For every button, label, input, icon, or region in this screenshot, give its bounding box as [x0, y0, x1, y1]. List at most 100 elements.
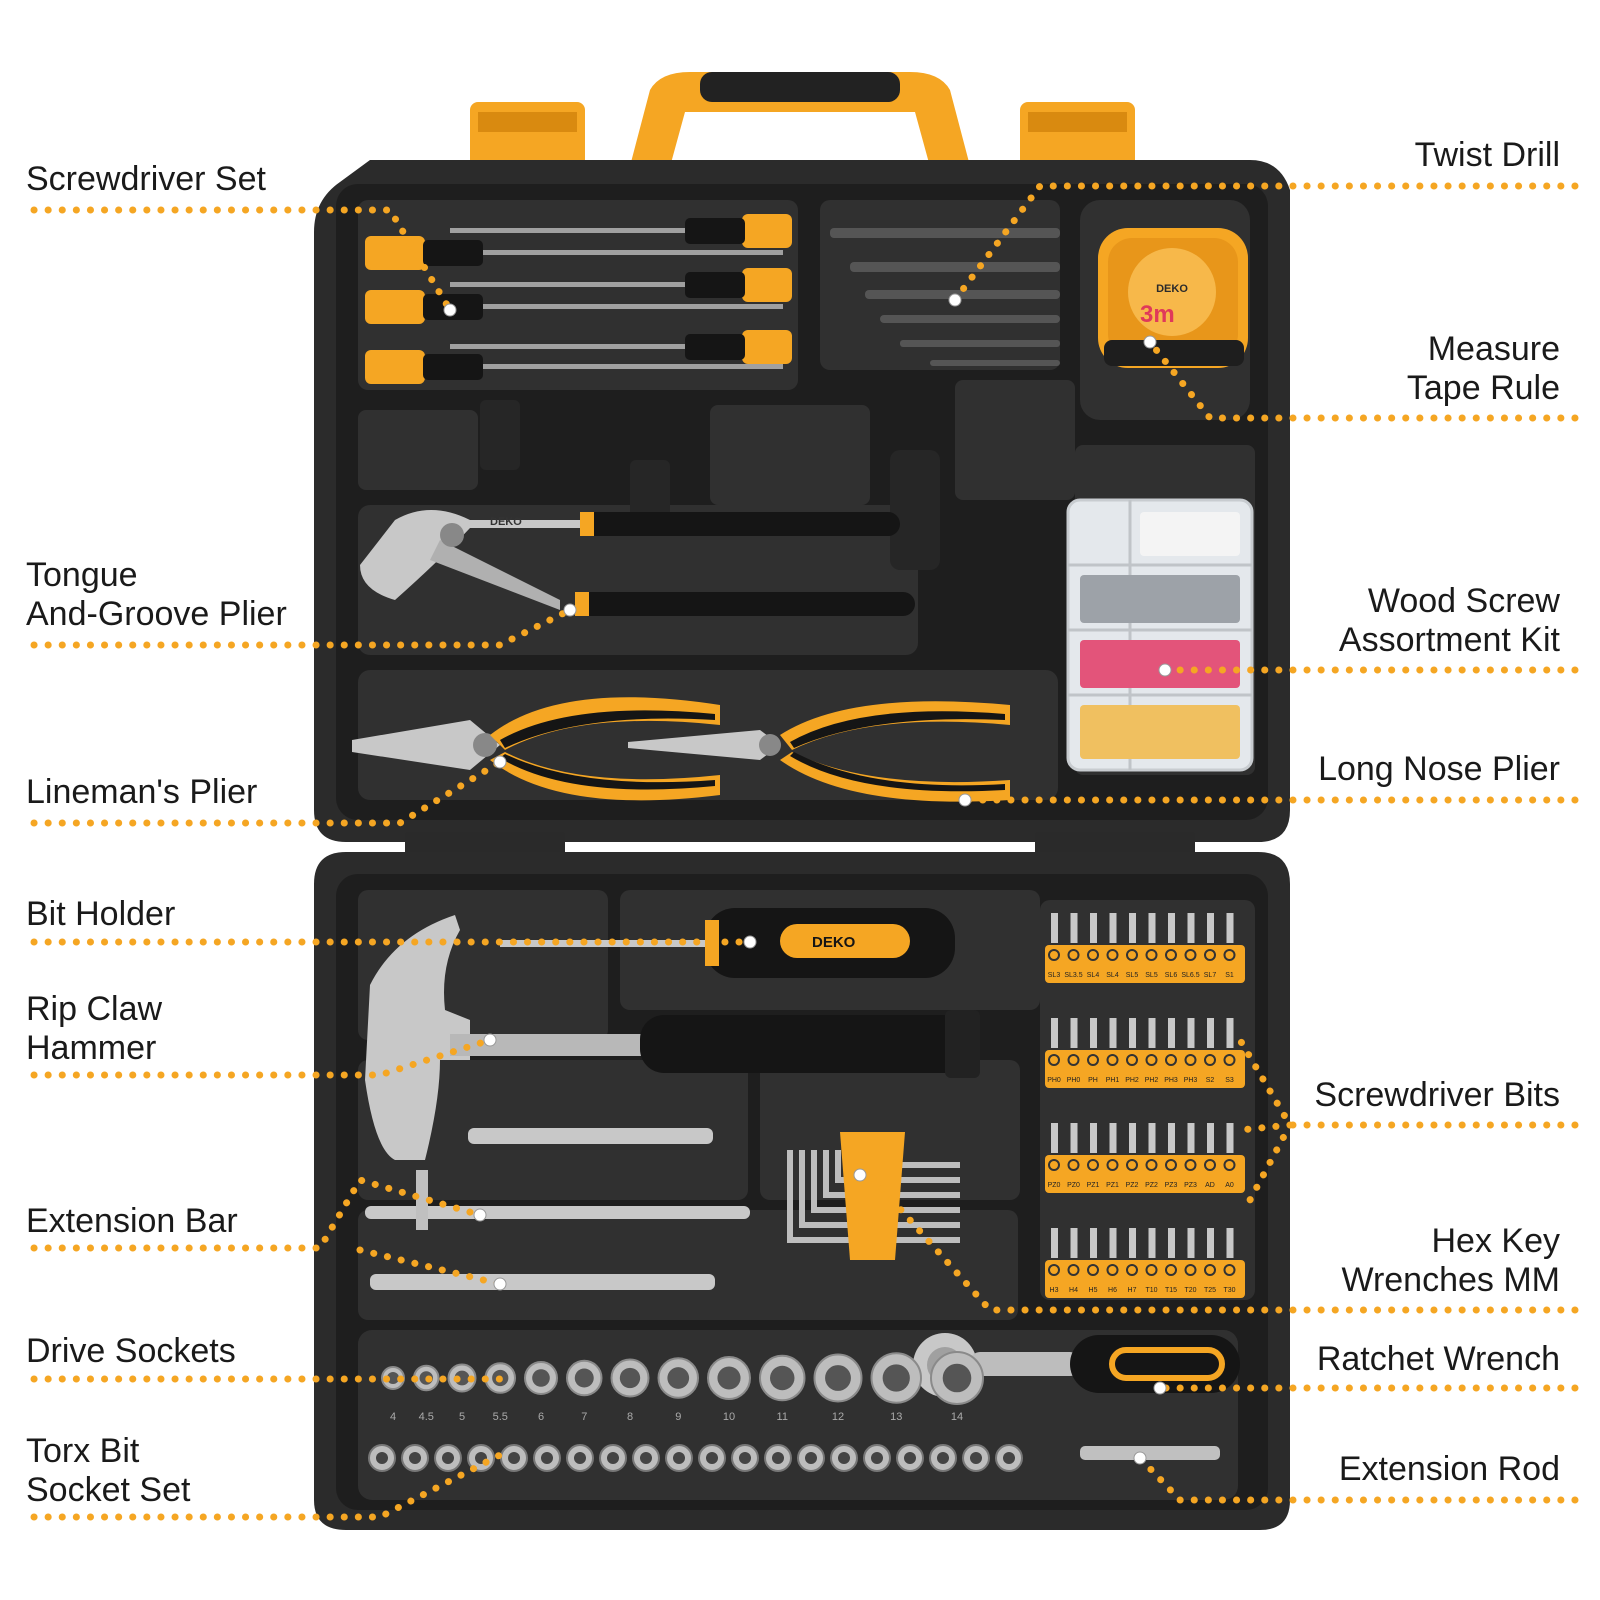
socket-bore — [882, 1364, 910, 1392]
extension-bar[interactable] — [370, 1274, 715, 1290]
screwdriver-bit[interactable] — [1148, 1228, 1156, 1258]
screwdriver-bit[interactable] — [1129, 1228, 1136, 1258]
plier-brand: DEKO — [490, 516, 522, 528]
linemans-plier[interactable] — [352, 697, 720, 801]
screwdriver-bit[interactable] — [1109, 913, 1117, 943]
screwdriver-bit[interactable] — [1070, 1228, 1078, 1258]
bit-size-label: H4 — [1069, 1287, 1078, 1294]
bit-holder-brand: DEKO — [812, 934, 856, 951]
screwdriver-bit[interactable] — [1226, 1228, 1234, 1258]
bit-slot — [1126, 1264, 1138, 1276]
bit-slot — [1223, 1159, 1236, 1171]
socket-bore — [667, 1367, 690, 1389]
screwdriver-bit[interactable] — [1129, 1123, 1136, 1153]
torx-bore — [805, 1452, 817, 1464]
screwdriver-bit[interactable] — [1148, 1018, 1156, 1048]
screwdriver-bit[interactable] — [1109, 1228, 1117, 1258]
tape-brand: DEKO — [1156, 283, 1188, 295]
screwdriver-bit[interactable] — [1070, 913, 1078, 943]
bit-slot — [1087, 1054, 1099, 1066]
drill-bit[interactable] — [880, 315, 1060, 323]
screwdriver-bit[interactable] — [1207, 1228, 1214, 1258]
tape-measure[interactable]: DEKO 3m — [1098, 228, 1248, 368]
socket-bore — [770, 1365, 795, 1391]
drill-bit[interactable] — [850, 262, 1060, 272]
hex-key-holder — [840, 1132, 905, 1260]
drill-bit[interactable] — [830, 228, 1060, 238]
drill-bit[interactable] — [930, 360, 1060, 366]
callout-extension-rod — [1136, 1454, 1579, 1504]
bit-slot — [1067, 1264, 1080, 1276]
extension-bar[interactable] — [365, 1206, 750, 1219]
screwdriver-bit[interactable] — [1129, 913, 1136, 943]
bit-slot — [1204, 1264, 1216, 1276]
socket-bore — [574, 1368, 594, 1388]
screwdriver-bit[interactable] — [1090, 1123, 1097, 1153]
screwdriver-bit[interactable] — [1070, 1018, 1078, 1048]
screwdriver-bit[interactable] — [1168, 1228, 1175, 1258]
wood-screw-kit[interactable] — [1066, 498, 1254, 772]
screwdriver[interactable] — [450, 214, 792, 248]
bit-size-label: H6 — [1108, 1287, 1117, 1294]
bit-holder[interactable]: DEKO — [500, 908, 955, 978]
callout-twist-drill — [951, 182, 1579, 304]
bit-size-label: SL3.5 — [1064, 972, 1082, 979]
screwdriver-bit[interactable] — [1129, 1018, 1136, 1048]
anchor-point — [1133, 1451, 1147, 1465]
screwdriver-bit[interactable] — [1051, 1123, 1058, 1153]
drill-bit[interactable] — [865, 290, 1060, 299]
socket-size-label: 10 — [723, 1411, 735, 1423]
screwdriver-bit[interactable] — [1168, 1018, 1175, 1048]
screwdriver[interactable] — [365, 350, 783, 384]
screwdriver-bit[interactable] — [1090, 1018, 1097, 1048]
screwdriver-bit[interactable] — [1187, 1228, 1195, 1258]
screwdriver-bit[interactable] — [1187, 913, 1195, 943]
screwdriver-bit[interactable] — [1226, 1123, 1234, 1153]
bit-size-label: SL6 — [1165, 972, 1178, 979]
long-nose-plier[interactable] — [628, 701, 1010, 802]
bit-size-label: PH0 — [1067, 1077, 1081, 1084]
extension-rod[interactable] — [1080, 1446, 1220, 1460]
extension-bar[interactable] — [468, 1128, 713, 1144]
screwdriver-bit[interactable] — [1226, 913, 1234, 943]
bit-size-label: H5 — [1089, 1287, 1098, 1294]
drill-bit[interactable] — [900, 340, 1060, 347]
bit-size-label: T10 — [1145, 1287, 1157, 1294]
bit-slot — [1223, 949, 1236, 961]
bit-size-label: PZ1 — [1087, 1182, 1100, 1189]
bit-size-label: SL4 — [1106, 972, 1119, 979]
socket-size-label: 9 — [675, 1411, 681, 1423]
screwdriver-bit[interactable] — [1070, 1123, 1078, 1153]
screwdriver[interactable] — [450, 268, 792, 302]
screwdriver-bit[interactable] — [1226, 1018, 1234, 1048]
screwdriver-bit[interactable] — [1148, 913, 1156, 943]
screwdriver-bit[interactable] — [1207, 1018, 1214, 1048]
torx-bore — [970, 1452, 982, 1464]
screwdriver-bit[interactable] — [1187, 1123, 1195, 1153]
screwdriver-bit[interactable] — [1168, 1123, 1175, 1153]
screwdriver-bit[interactable] — [1051, 1018, 1058, 1048]
bit-size-label: PH3 — [1164, 1077, 1178, 1084]
hex-key-wrenches[interactable] — [787, 1150, 960, 1243]
bit-slot — [1126, 1054, 1138, 1066]
torx-bore — [706, 1452, 718, 1464]
rip-claw-hammer[interactable] — [365, 915, 980, 1160]
socket-size-label: 6 — [538, 1411, 544, 1423]
bit-size-label: PZ0 — [1067, 1182, 1080, 1189]
screwdriver-bit[interactable] — [1187, 1018, 1195, 1048]
screwdriver-bit[interactable] — [1207, 1123, 1214, 1153]
t-handle[interactable] — [416, 1170, 428, 1230]
screwdriver-bit[interactable] — [1090, 913, 1097, 943]
screwdriver-bit[interactable] — [1109, 1018, 1117, 1048]
screwdriver-bit[interactable] — [1109, 1123, 1117, 1153]
screwdriver-bit[interactable] — [1207, 913, 1214, 943]
screwdriver-bit[interactable] — [1148, 1123, 1156, 1153]
bit-slot — [1204, 1054, 1216, 1066]
screwdriver-bit[interactable] — [1168, 913, 1175, 943]
tongue-groove-plier[interactable]: DEKO — [360, 510, 915, 616]
screwdriver-bit[interactable] — [1090, 1228, 1097, 1258]
screwdriver-bit[interactable] — [1051, 913, 1058, 943]
screwdriver[interactable] — [450, 330, 792, 364]
screwdriver-bit[interactable] — [1051, 1228, 1058, 1258]
